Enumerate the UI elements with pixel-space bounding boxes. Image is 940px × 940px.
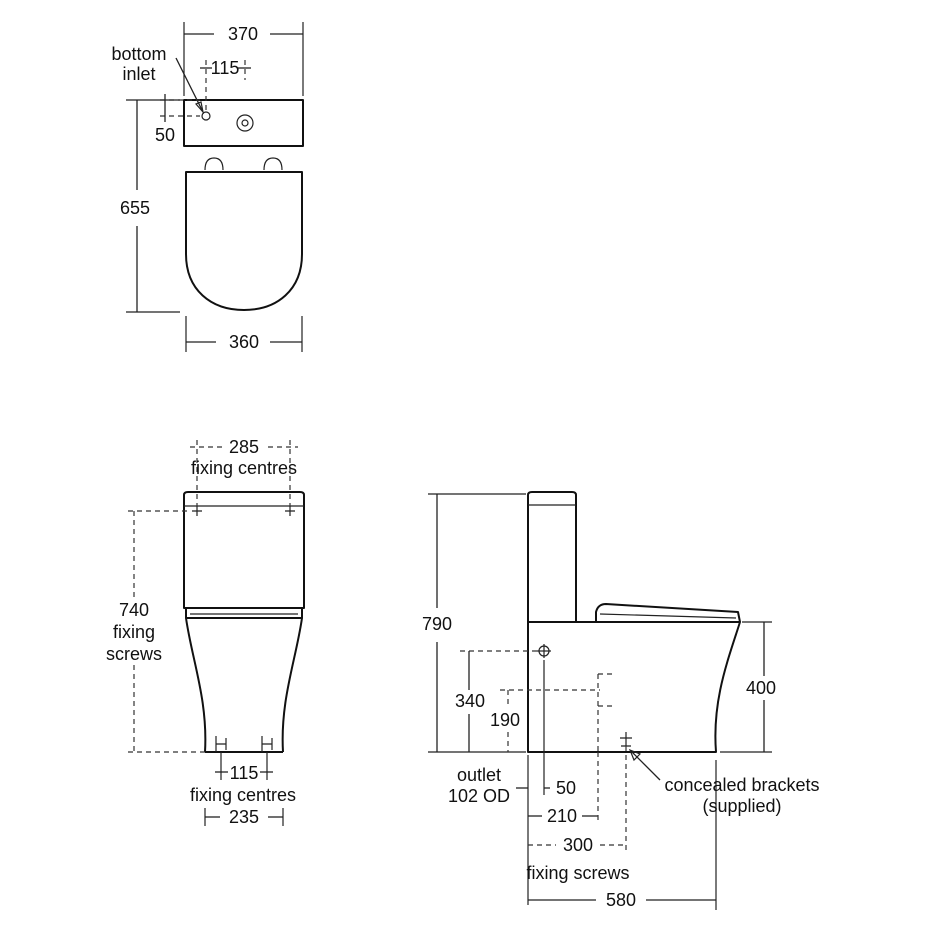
side-outlet-label-line2: 102 OD — [448, 786, 510, 806]
plan-base-width-label: 360 — [229, 332, 259, 352]
bottom-inlet-label-line2: inlet — [122, 64, 155, 84]
brackets-label-line1: concealed brackets — [664, 775, 819, 795]
side-screws-offset-label: 300 — [563, 835, 593, 855]
front-bottom-fixing-label: 115 — [230, 763, 259, 783]
side-seat-outline — [595, 603, 741, 623]
plan-bowl-outline — [185, 171, 303, 311]
front-screws-height-caption1: fixing — [113, 622, 155, 642]
side-depth-label: 580 — [606, 890, 636, 910]
plan-cistern-outline — [183, 99, 304, 147]
front-screws-height-label: 740 — [119, 600, 149, 620]
side-outlet-label-line1: outlet — [457, 765, 501, 785]
plan-inlet-marker — [201, 111, 211, 121]
front-view: 285 fixing centres 740 fixing screws 115… — [106, 437, 305, 827]
side-outlet-height-label: 340 — [455, 691, 485, 711]
plan-width-label: 370 — [228, 24, 258, 44]
front-screws-height-caption2: screws — [106, 644, 162, 664]
front-bottom-fixing-caption: fixing centres — [190, 785, 296, 805]
side-seat-height-label: 400 — [746, 678, 776, 698]
plan-hinge-left — [204, 157, 224, 171]
plan-view: 370 bottom inlet 115 50 655 360 — [111, 22, 304, 352]
front-cistern-outline — [183, 491, 305, 609]
front-bowl-outline — [185, 617, 303, 753]
side-view: 790 340 190 400 outlet 102 OD 50 210 — [422, 491, 820, 910]
side-inlet-offset-label: 210 — [547, 806, 577, 826]
side-bracket-marker — [620, 732, 632, 747]
side-outlet-offset-label: 50 — [556, 778, 576, 798]
plan-hinge-right — [263, 157, 283, 171]
side-pan-outline — [527, 621, 741, 753]
plan-length-label: 655 — [120, 198, 150, 218]
side-height-label: 790 — [422, 614, 452, 634]
plan-inlet-depth-label: 50 — [155, 125, 175, 145]
front-top-fixing-label: 285 — [229, 437, 259, 457]
front-seat-outline — [185, 607, 303, 619]
front-top-fixing-caption: fixing centres — [191, 458, 297, 478]
side-cistern-outline — [527, 491, 577, 623]
plan-flush-button — [236, 114, 254, 132]
brackets-label-line2: (supplied) — [702, 796, 781, 816]
side-screws-caption: fixing screws — [526, 863, 629, 883]
front-foot-width-label: 235 — [229, 807, 259, 827]
plan-flush-button-inner — [241, 119, 249, 127]
bottom-inlet-label-line1: bottom — [111, 44, 166, 64]
side-inlet-height-label: 190 — [490, 710, 520, 730]
plan-inlet-offset-label: 115 — [211, 58, 240, 78]
